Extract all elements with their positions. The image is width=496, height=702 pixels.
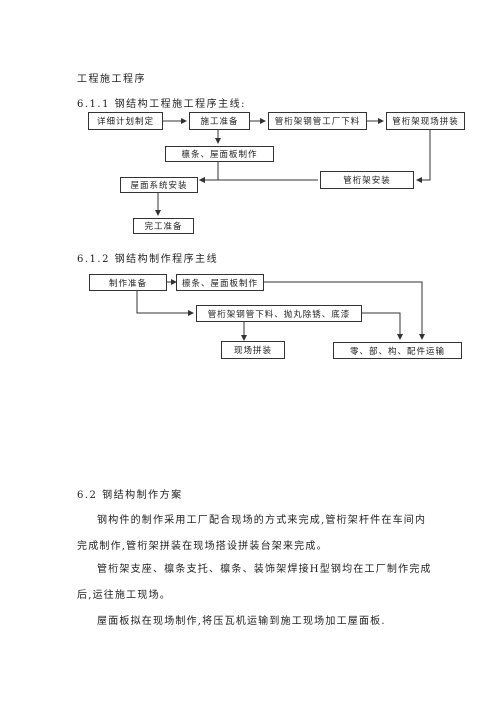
step-site-assembly-2: 现场拼装 [221,341,285,359]
arrow-prep-to-blast [136,291,194,316]
step-prep: 施工准备 [189,112,250,130]
arrow-purlin-to-roof [199,162,219,183]
step-truss-install: 管桁架安装 [320,171,414,189]
paragraph-1: 钢构件的制作采用工厂配合现场的方式来完成,管桁架杆件在车间内完成制作,管桁架拼装… [77,515,427,552]
arrow-blast-to-transport [362,312,403,340]
subsection-title-6-1-1: 6.1.1 钢结构工程施工程序主线: [77,99,246,110]
section-title: 工程施工程序 [77,74,146,85]
step-purlin: 檩条、屋面板制作 [165,146,274,162]
step-steel-cut: 管桁架钢管工厂下料 [268,112,367,130]
step-site-assembly: 管桁架现场拼装 [386,112,465,130]
step-purlin-2: 檩条、屋面板制作 [176,274,264,291]
step-transport: 零、部、构、配件运输 [333,342,462,359]
section-title-6-2: 6.2 钢结构制作方案 [77,490,183,501]
step-complete: 完工准备 [133,218,194,234]
paragraph-2: 管桁架支座、檩条支托、檩条、装饰架焊接H型钢均在工厂制作完成后,运往施工现场。 [77,564,432,601]
paragraph-3: 屋面板拟在现场制作,将压瓦机运输到施工现场加工屋面板. [97,616,386,627]
arrow-purlin-to-transport [264,281,425,340]
step-fab-prep: 制作准备 [89,274,167,291]
step-roof-install: 屋面系统安装 [120,177,198,193]
subsection-title-6-1-2: 6.1.2 钢结构制作程序主线 [77,254,219,265]
step-plan: 详细计划制定 [88,112,163,130]
step-blast-prime: 管桁架钢管下料、抛丸除锈、底漆 [196,305,362,322]
arrow-assembly-to-install [416,130,431,183]
